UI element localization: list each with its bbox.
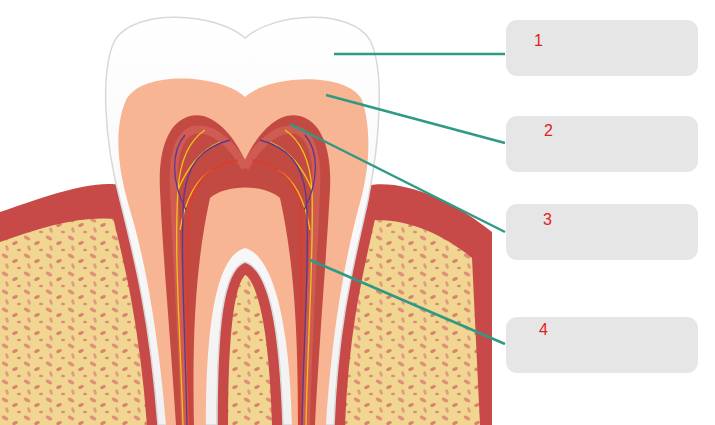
nerves xyxy=(175,130,316,425)
callout-number: 2 xyxy=(544,122,553,140)
label-box: 4 xyxy=(506,317,698,373)
label-box: 2 xyxy=(506,116,698,172)
label-box: 1 xyxy=(506,20,698,76)
label-box: 3 xyxy=(506,204,698,260)
pulp xyxy=(160,115,331,425)
callout-number: 1 xyxy=(534,32,543,50)
enamel xyxy=(106,17,380,425)
ligament xyxy=(106,190,380,425)
callout-number: 4 xyxy=(539,321,548,339)
leader-lines xyxy=(290,54,505,344)
callout-number: 3 xyxy=(543,211,552,229)
pulp-inner xyxy=(174,130,317,425)
dentin xyxy=(118,79,368,425)
